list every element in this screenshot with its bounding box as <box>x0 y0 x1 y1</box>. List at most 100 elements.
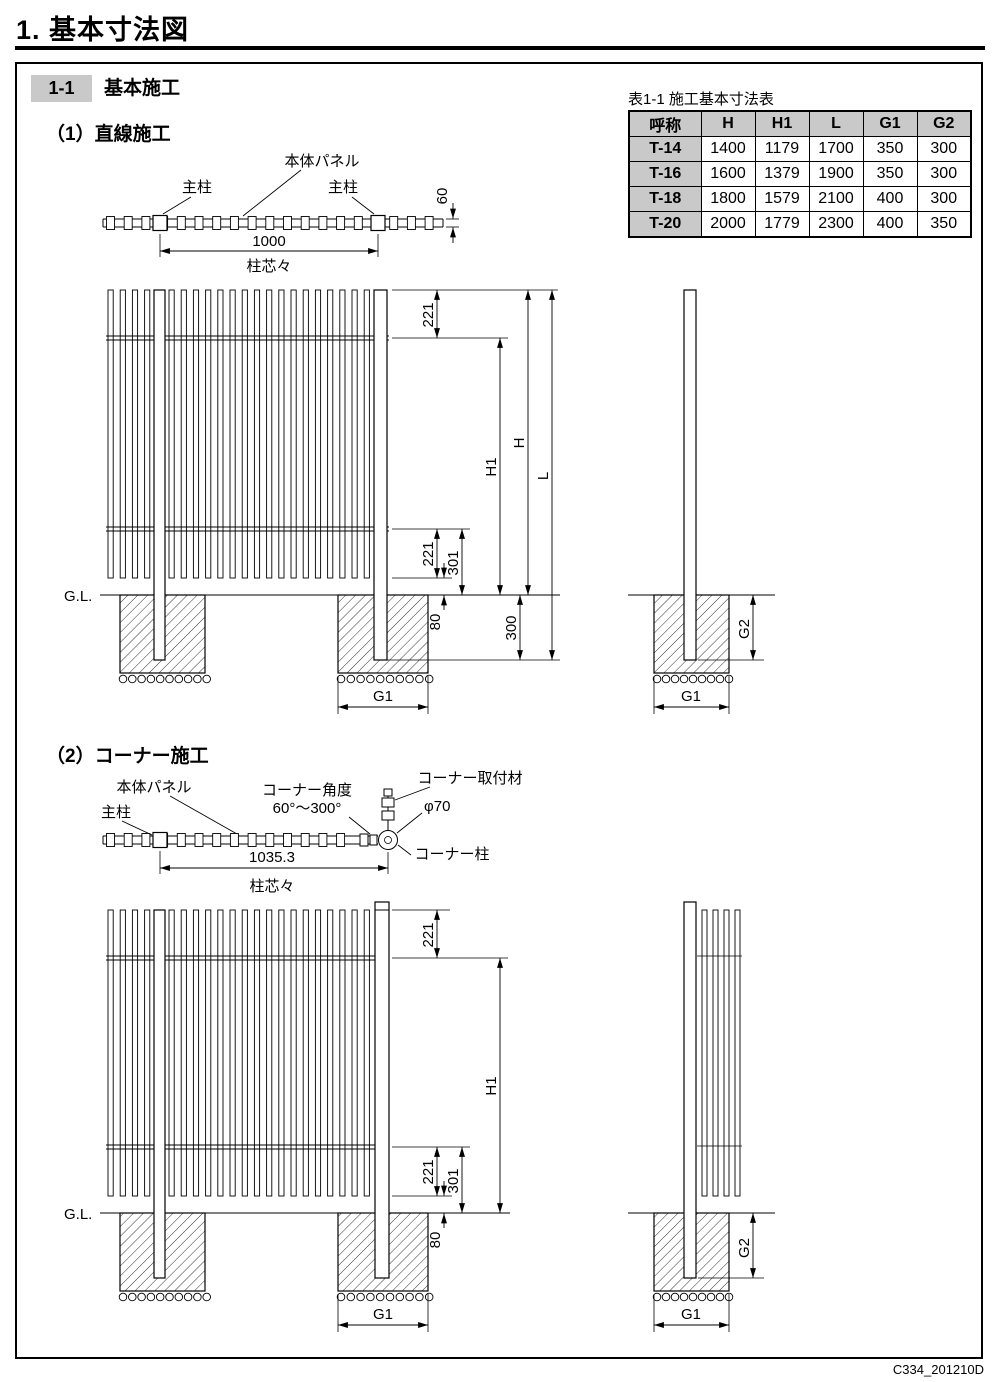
diameter-leader-line <box>396 812 423 834</box>
dim-corner-span: 1035.3 柱芯々 <box>159 849 389 895</box>
dim-label-g1-side: G1 <box>681 688 701 705</box>
dim-label-g1-front-corner: G1 <box>373 1306 393 1323</box>
corner-post-top-view <box>378 830 398 850</box>
post-top-view-left <box>152 214 168 232</box>
dim-label-80: 80 <box>427 614 444 631</box>
table-row: T-16 1600 1379 1900 350 300 <box>628 161 972 187</box>
table-header-row: 呼称 H H1 L G1 G2 <box>628 110 972 137</box>
table-row: T-18 1800 1579 2100 400 300 <box>628 186 972 212</box>
corner-post-front <box>374 901 390 1279</box>
dim-80: 80 <box>427 563 447 631</box>
dim-label-1035: 1035.3 <box>249 849 295 866</box>
corner-side-view: G2 G1 <box>628 901 775 1332</box>
dim-label-g2: G2 <box>736 619 753 639</box>
cell-h1: 1379 <box>754 161 810 187</box>
dim-label-h1: H1 <box>483 457 500 476</box>
corner-post-side-view <box>683 901 697 1279</box>
cell-h: 2000 <box>700 211 756 237</box>
corner-bracket-cap <box>383 788 393 797</box>
dim-label-301: 301 <box>445 550 462 575</box>
dim-label-g1-corner-side: G1 <box>681 1306 701 1323</box>
doc-code: C334_201210D <box>892 1362 984 1377</box>
fence-rails <box>106 335 389 532</box>
dim-label-60: 60 <box>434 188 451 205</box>
corner-post-leader-line <box>397 844 412 856</box>
dim-221-top-corner: 221 <box>420 910 440 958</box>
straight-section-heading: （1）直線施工 <box>46 124 171 145</box>
cell-h1: 1179 <box>754 136 810 162</box>
corner-plan-view: 本体パネル 主柱 コーナー角度 60°〜300° コーナー取付材 φ70 コーナ… <box>101 770 523 895</box>
cell-g1: 350 <box>862 161 918 187</box>
row-name: T-20 <box>628 211 702 237</box>
dim-label-221-bottom: 221 <box>420 541 437 566</box>
post-top-view-right <box>370 214 386 232</box>
dim-panel-thickness: 60 <box>434 188 459 243</box>
row-name: T-16 <box>628 161 702 187</box>
gravel-left-corner <box>118 1292 211 1302</box>
straight-front-view: G.L. 221 H1 H L <box>64 289 560 714</box>
gravel-right <box>336 674 434 684</box>
corner-bracket-label: コーナー取付材 <box>417 770 522 787</box>
dim-g1-front: G1 <box>337 676 429 714</box>
content-frame <box>15 62 983 1359</box>
cell-l: 2300 <box>808 211 864 237</box>
cell-h: 1400 <box>700 136 756 162</box>
dim-301: 301 <box>445 529 465 595</box>
cell-h: 1600 <box>700 161 756 187</box>
dim-h: H <box>511 290 531 595</box>
dim-g1-corner-side: G1 <box>653 1294 730 1332</box>
pitch-label: 柱芯々 <box>246 258 291 275</box>
page-title: 1. 基本寸法図 <box>16 15 190 45</box>
post-left-leader-line <box>162 196 192 215</box>
dim-l: L <box>535 290 555 660</box>
cell-l: 1900 <box>808 161 864 187</box>
dim-label-g2-corner: G2 <box>736 1238 753 1258</box>
cell-g1: 400 <box>862 186 918 212</box>
extension-lines <box>386 289 560 661</box>
dim-g2-side: G2 <box>698 595 764 661</box>
straight-side-view: G2 G1 <box>628 289 775 714</box>
extension-lines-corner <box>392 909 508 1197</box>
corner-front-view: G.L. 221 H1 221 301 <box>64 901 510 1332</box>
cell-h1: 1579 <box>754 186 810 212</box>
table-caption: 表1-1 施工基本寸法表 <box>628 91 774 108</box>
col-header-g2: G2 <box>916 110 972 137</box>
corner-bracket-lower <box>381 810 395 821</box>
dim-300: 300 <box>503 595 523 660</box>
cell-h: 1800 <box>700 186 756 212</box>
dim-80-corner: 80 <box>427 1181 447 1248</box>
bracket-leader-line <box>394 786 431 801</box>
gravel-corner-side <box>652 1292 734 1302</box>
dim-label-221-bottom-corner: 221 <box>420 1159 437 1184</box>
section-label: 基本施工 <box>104 78 181 99</box>
dim-h1-corner: H1 <box>483 958 503 1213</box>
post-label-corner: 主柱 <box>101 804 131 821</box>
gravel-right-corner <box>336 1292 434 1302</box>
side-rails-corner <box>697 955 742 1147</box>
post-label-right: 主柱 <box>328 179 358 196</box>
angle-leader-line <box>348 816 371 835</box>
col-header-h: H <box>700 110 756 137</box>
panel-leader-line-corner <box>169 795 238 835</box>
dim-label-l: L <box>535 472 552 480</box>
dim-label-221-top: 221 <box>420 302 437 327</box>
cell-g2: 300 <box>916 136 972 162</box>
col-header-h1: H1 <box>754 110 810 137</box>
corner-angle-range: 60°〜300° <box>273 800 342 817</box>
col-header-g1: G1 <box>862 110 918 137</box>
fence-slats <box>107 289 383 579</box>
corner-bracket-upper <box>381 797 395 808</box>
dim-221-bottom: 221 <box>420 529 440 578</box>
dim-label-221-top-corner: 221 <box>420 922 437 947</box>
main-post-right <box>373 289 388 661</box>
col-header-l: L <box>808 110 864 137</box>
post-label-left: 主柱 <box>182 179 212 196</box>
panel-label: 本体パネル <box>284 153 359 170</box>
dim-post-span: 1000 柱芯々 <box>159 233 379 275</box>
cell-g2: 300 <box>916 161 972 187</box>
main-post-corner <box>153 909 166 1279</box>
cell-g2: 350 <box>916 211 972 237</box>
dim-label-300: 300 <box>503 615 520 640</box>
